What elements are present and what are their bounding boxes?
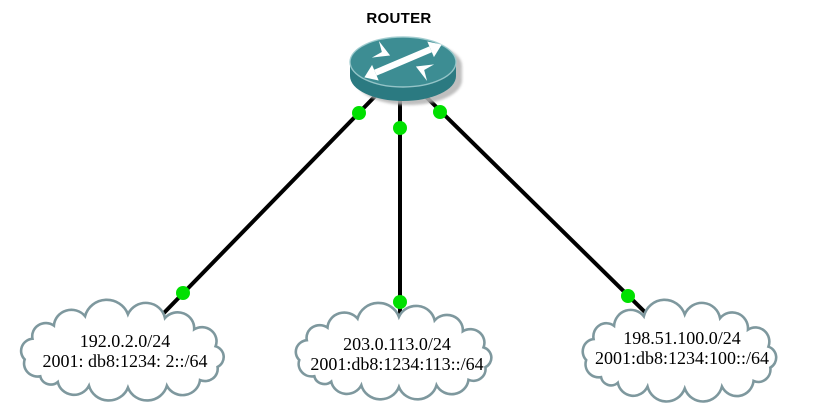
link-router-network-3[interactable] [412,83,658,325]
cloud-node-network-1[interactable] [21,300,224,401]
port-dot [393,295,407,309]
network-3-label: 198.51.100.0/24 2001:db8:1234:100::/64 [577,328,787,368]
cloud-node-network-3[interactable] [583,300,776,402]
network-2-ipv6: 2001:db8:1234:113::/64 [310,354,484,374]
network-1-ipv4: 192.0.2.0/24 [79,331,171,351]
network-3-ipv6: 2001:db8:1234:100::/64 [594,348,769,368]
cloud-node-network-2[interactable] [296,303,492,399]
port-dot [621,289,635,303]
network-2-ipv4: 203.0.113.0/24 [343,334,451,354]
network-1-label: 192.0.2.0/24 2001: db8:1234: 2::/64 [13,331,237,371]
port-status-dots [176,105,635,309]
link-router-network-1[interactable] [157,83,388,320]
links [157,83,658,325]
port-dot [433,105,447,119]
cloud-shape[interactable] [296,303,492,399]
cloud-shape[interactable] [21,300,224,401]
router-node[interactable] [349,36,462,105]
port-dot [176,286,190,300]
router-arrows-icon [364,40,442,82]
network-1-ipv6: 2001: db8:1234: 2::/64 [42,351,208,371]
network-3-ipv4: 198.51.100.0/24 [623,328,741,348]
router-label: ROUTER [366,10,432,27]
cloud-shape[interactable] [583,300,776,402]
network-2-label: 203.0.113.0/24 2001:db8:1234:113::/64 [290,334,504,374]
port-dot [393,121,407,135]
port-dot [352,106,366,120]
